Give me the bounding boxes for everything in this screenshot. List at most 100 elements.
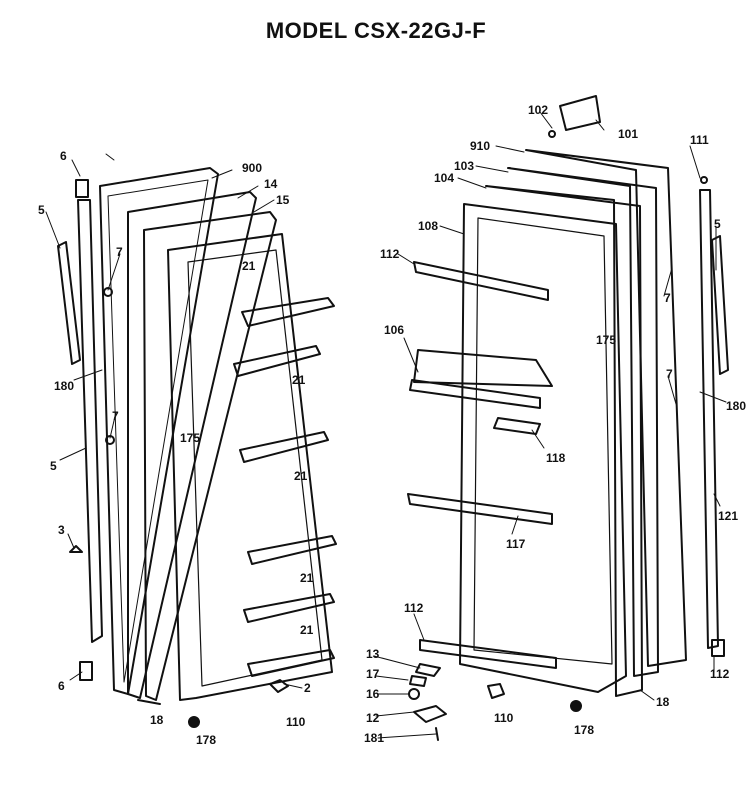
callout-110: 110 — [494, 711, 514, 725]
hinge-pin — [269, 679, 289, 693]
door-shelf — [247, 649, 335, 677]
callout-17: 17 — [366, 667, 380, 681]
callout-13: 13 — [366, 647, 380, 661]
callout-5: 5 — [714, 217, 721, 231]
door-stop — [69, 545, 83, 553]
leader-line — [595, 119, 605, 131]
door-inner-liner — [167, 233, 333, 701]
door-stop — [487, 683, 505, 699]
leader-line — [45, 211, 61, 249]
door-shelf — [241, 297, 335, 327]
freezer-door-assembly — [57, 167, 337, 728]
leader-line — [237, 185, 259, 199]
hinge-bracket-bottom — [413, 705, 447, 723]
door-handle — [711, 235, 729, 375]
door-shelf — [247, 535, 337, 565]
callout-7: 7 — [666, 367, 673, 381]
door-shelf — [419, 639, 557, 669]
callout-7: 7 — [116, 245, 123, 259]
callout-101: 101 — [618, 127, 638, 141]
callout-106: 106 — [384, 323, 404, 337]
callout-103: 103 — [454, 159, 474, 173]
bumper — [570, 700, 582, 712]
callout-180: 180 — [54, 379, 74, 393]
callout-180: 180 — [726, 399, 746, 413]
bumper — [188, 716, 200, 728]
door-gasket — [127, 191, 257, 699]
leader-line — [211, 169, 233, 179]
callout-178: 178 — [196, 733, 216, 747]
hinge-cap-bottom — [711, 639, 725, 657]
callout-112: 112 — [710, 667, 730, 681]
callout-181: 181 — [364, 731, 384, 745]
leader-line — [531, 429, 545, 449]
door-liner-frame — [143, 211, 277, 701]
callout-21: 21 — [294, 469, 308, 483]
leader-line — [373, 655, 421, 669]
callout-18: 18 — [150, 713, 164, 727]
callout-16: 16 — [366, 687, 380, 701]
callout-112: 112 — [404, 601, 424, 615]
leader-line — [67, 533, 75, 549]
hinge-bushing — [548, 130, 556, 138]
callout-121: 121 — [718, 509, 738, 523]
leader-line — [403, 337, 419, 373]
hinge-pin-screw — [435, 727, 439, 741]
leader-line — [283, 683, 303, 689]
diagram-title: MODEL CSX-22GJ-F — [265, 18, 487, 43]
bottom-gasket — [137, 699, 161, 705]
callout-2: 2 — [304, 681, 311, 695]
handle-screw — [103, 287, 113, 297]
leader-line — [495, 145, 525, 153]
callout-175: 175 — [180, 431, 200, 445]
callout-15: 15 — [276, 193, 290, 207]
leader-line — [375, 675, 409, 681]
leader-line — [413, 613, 425, 641]
dairy-door — [409, 379, 541, 409]
leader-line — [59, 447, 87, 461]
callout-104: 104 — [434, 171, 454, 185]
leader-line — [73, 369, 103, 381]
hinge-cap-top — [75, 179, 89, 198]
door-trim-strip — [77, 199, 103, 643]
door-inner-liner — [459, 203, 627, 693]
door-shelf — [239, 431, 329, 463]
hinge-spacer — [409, 675, 427, 687]
callout-6: 6 — [58, 679, 65, 693]
callout-111: 111 — [690, 133, 709, 147]
leader-line — [375, 711, 415, 717]
butter-tray — [493, 417, 541, 435]
leader-line — [107, 253, 121, 291]
callout-102: 102 — [528, 103, 548, 117]
callout-175: 175 — [596, 333, 616, 347]
callout-21: 21 — [300, 571, 314, 585]
callout-7: 7 — [664, 291, 671, 305]
callout-21: 21 — [300, 623, 314, 637]
leader-line — [457, 177, 487, 189]
leader-line — [539, 111, 553, 129]
leader-line — [105, 153, 115, 161]
hinge-plate — [415, 663, 441, 677]
leader-line — [511, 515, 519, 535]
callout-108: 108 — [418, 219, 438, 233]
leader-line — [713, 493, 721, 507]
leader-line — [439, 225, 465, 235]
callout-14: 14 — [264, 177, 278, 191]
leader-line — [663, 267, 673, 297]
callout-117: 117 — [506, 537, 526, 551]
fresh-food-door-assembly — [407, 95, 729, 741]
leader-line — [689, 145, 701, 179]
leader-line — [71, 159, 81, 177]
callout-910: 910 — [470, 139, 490, 153]
leader-lines — [45, 111, 727, 739]
leader-line — [109, 411, 117, 439]
door-shelf — [233, 345, 321, 377]
leader-line — [377, 733, 437, 739]
callout-118: 118 — [546, 451, 566, 465]
callout-12: 12 — [366, 711, 380, 725]
door-gasket — [507, 167, 659, 677]
outer-door-inner-edge — [107, 179, 209, 683]
door-shelf — [413, 261, 549, 301]
